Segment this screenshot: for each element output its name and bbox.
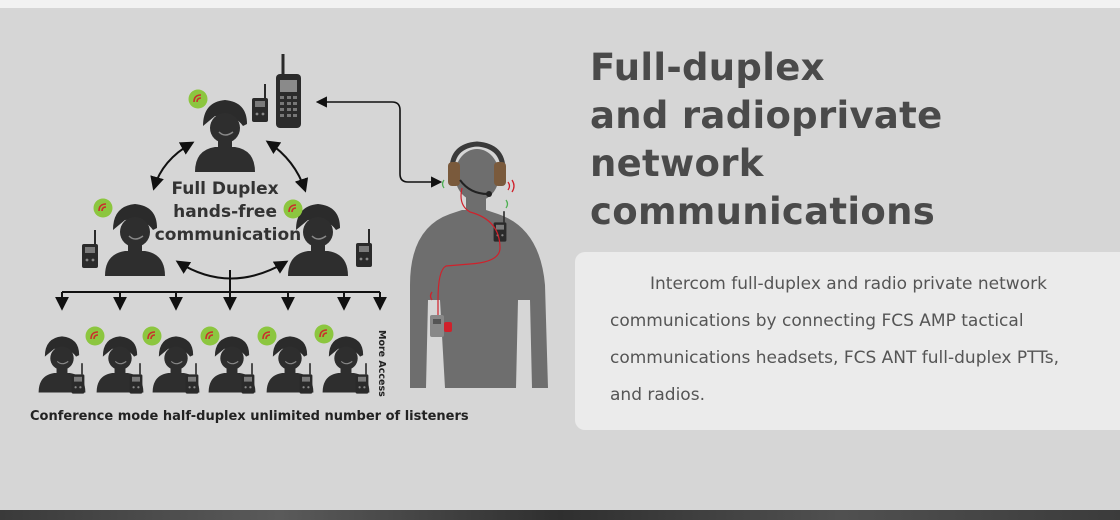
listener-radio-icon [184,362,200,395]
title-line-3: network [590,142,764,185]
signal-wave-icon [429,179,515,301]
top-strip [0,0,1120,8]
radio-left-icon [81,229,99,269]
bottom-strip [0,510,1120,520]
listener-radio-icon [354,362,370,395]
signal-badge-icon [282,198,304,220]
radio-right-icon [355,228,373,268]
signal-badge-icon [256,325,278,347]
page-title: Full-duplex and radioprivate network com… [590,44,1110,236]
center-label-line-2: hands-free [173,202,277,222]
arrow-to-headset [315,96,443,188]
conference-label: Conference mode half-duplex unlimited nu… [30,409,469,424]
red-cable [437,187,501,315]
arrow-top-right [265,140,309,193]
title-line-1: Full-duplex [590,46,825,89]
description-card: Intercom full-duplex and radio private n… [575,252,1120,430]
signal-badge-icon [313,323,335,345]
signal-badge-icon [92,197,114,219]
more-access-label: More Access [376,330,387,397]
listener-radio-icon [298,362,314,395]
center-label-line-3: communication [155,225,302,245]
signal-badge-icon [199,325,221,347]
soldier-top-icon [194,99,256,173]
signal-badge-icon [141,325,163,347]
signal-wave-icon [441,179,509,209]
handheld-ptt-icon [430,315,452,337]
listener-radio-icon [128,362,144,395]
title-line-4: communications [590,190,936,233]
arrow-bottom [175,260,289,280]
center-label: Full Duplex hands-free communication [155,179,302,245]
center-label-line-1: Full Duplex [171,179,278,199]
listener-radio-icon [70,362,86,395]
description-text: Intercom full-duplex and radio private n… [610,274,1060,405]
headset-wearer-icon [410,141,548,388]
distribution-arrows [55,270,387,311]
signal-badge-icon [187,88,209,110]
signal-badge-icon [84,325,106,347]
title-line-2: and radioprivate [590,94,943,137]
arrow-top-left [150,141,195,191]
handheld-radio-icon [276,54,301,128]
radio-top-icon [251,83,269,123]
listener-radio-icon [240,362,256,395]
